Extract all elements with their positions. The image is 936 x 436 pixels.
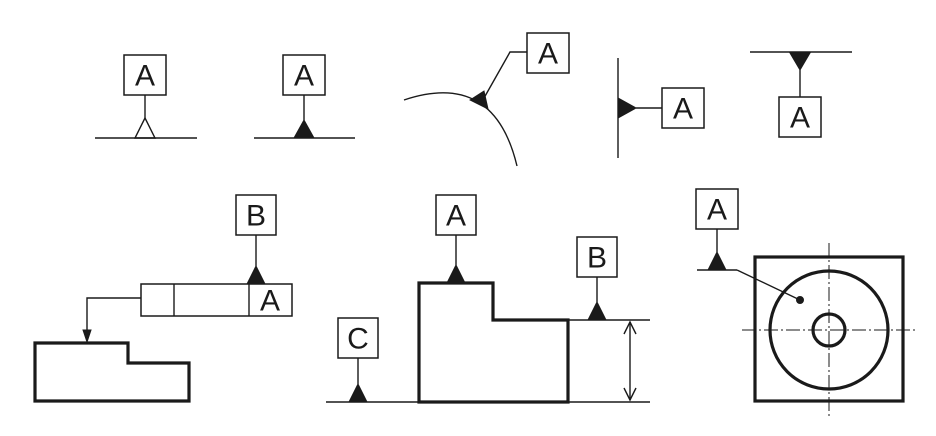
datum-box bbox=[778, 96, 822, 138]
datum-on-axis: A bbox=[695, 188, 916, 418]
datum-box bbox=[526, 32, 570, 74]
datum-triangle-filled bbox=[587, 300, 607, 321]
datum-inverted: A bbox=[750, 51, 852, 138]
datum-letter: A bbox=[135, 60, 155, 93]
datum-triangle-filled bbox=[617, 97, 638, 119]
datum-letter: A bbox=[673, 93, 693, 126]
datum-on-arc: A bbox=[403, 32, 570, 167]
datum-letter: B bbox=[587, 242, 607, 275]
stepped-part-outline bbox=[33, 341, 191, 403]
arrowhead-up-icon bbox=[623, 320, 637, 335]
datum-letter: B bbox=[246, 200, 266, 233]
feature-control-frame bbox=[140, 283, 293, 317]
datum-triangle-filled bbox=[789, 52, 811, 71]
stepped-block-datums: A B C bbox=[326, 194, 650, 404]
datum-open-triangle: A bbox=[95, 54, 197, 139]
datum-triangle-filled bbox=[293, 118, 315, 139]
datum-box bbox=[123, 54, 167, 96]
datum-letter: C bbox=[347, 323, 369, 356]
leader-line bbox=[483, 51, 527, 99]
arrowhead-down-icon bbox=[623, 387, 637, 402]
leader-dot bbox=[796, 296, 804, 304]
datum-box bbox=[282, 54, 326, 96]
datum-triangle-filled bbox=[707, 250, 727, 271]
arrowhead-icon bbox=[82, 329, 92, 344]
datum-box bbox=[661, 87, 705, 129]
datum-on-feature-control-frame: B A bbox=[33, 194, 293, 403]
datum-triangle-filled bbox=[348, 382, 368, 403]
datum-triangle-open bbox=[133, 116, 157, 139]
datum-triangle-filled bbox=[468, 90, 489, 110]
datum-triangle-filled bbox=[446, 263, 466, 284]
frame-datum-letter: A bbox=[260, 285, 280, 318]
stepped-block-outline bbox=[417, 281, 570, 404]
leader-to-circle bbox=[736, 269, 801, 301]
datum-on-vertical-line: A bbox=[617, 58, 705, 158]
datum-letter: A bbox=[294, 60, 314, 93]
datum-triangle-filled bbox=[246, 264, 266, 285]
datum-letter: A bbox=[538, 38, 558, 71]
datum-letter: A bbox=[790, 102, 810, 135]
datum-filled-triangle: A bbox=[254, 54, 355, 139]
frame-leader bbox=[86, 297, 141, 334]
datum-letter: A bbox=[446, 200, 466, 233]
datum-box bbox=[235, 194, 277, 236]
datum-box bbox=[695, 188, 739, 230]
datum-letter: A bbox=[707, 194, 727, 227]
datum-box bbox=[576, 236, 618, 278]
arc-surface bbox=[403, 92, 518, 167]
